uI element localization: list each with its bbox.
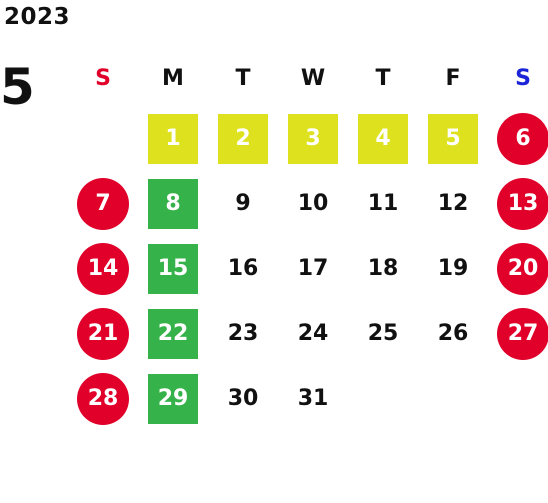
weekday-header-sat: S (515, 66, 531, 91)
day-number-plain: 31 (297, 386, 329, 411)
day-cell: 4 (348, 106, 418, 171)
day-number-weekend: 21 (77, 307, 129, 360)
day-number-plain: 12 (437, 191, 469, 216)
day-cell: 3 (278, 106, 348, 171)
day-number-plain: 11 (367, 191, 399, 216)
day-number-plain: 26 (437, 321, 469, 346)
day-cell: 18 (348, 236, 418, 301)
day-cell: 27 (488, 301, 548, 366)
day-number-holiday: 5 (428, 113, 478, 164)
day-number-plain: 24 (297, 321, 329, 346)
day-cell: 23 (208, 301, 278, 366)
day-cell: 11 (348, 171, 418, 236)
day-cell: 24 (278, 301, 348, 366)
day-number-monday: 29 (148, 373, 198, 424)
day-number-plain: 9 (235, 191, 251, 216)
day-cell: 10 (278, 171, 348, 236)
day-number-weekend: 13 (497, 177, 548, 230)
day-number-holiday: 3 (288, 113, 338, 164)
empty-day-cell (348, 366, 418, 431)
day-cell: 13 (488, 171, 548, 236)
day-number-weekend: 7 (77, 177, 129, 230)
day-cell: 21 (68, 301, 138, 366)
day-number-plain: 18 (367, 256, 399, 281)
weekday-header-mon: M (162, 66, 184, 91)
day-number-plain: 10 (297, 191, 329, 216)
weekday-header-thu: T (375, 66, 391, 91)
day-cell: 17 (278, 236, 348, 301)
day-cell: 22 (138, 301, 208, 366)
day-cell: 8 (138, 171, 208, 236)
day-number-plain: 16 (227, 256, 259, 281)
day-number-plain: 25 (367, 321, 399, 346)
day-number-monday: 8 (148, 178, 198, 229)
day-number-weekend: 6 (497, 112, 548, 165)
day-cell: 28 (68, 366, 138, 431)
day-cell: 2 (208, 106, 278, 171)
day-number-weekend: 20 (497, 242, 548, 295)
day-number-plain: 30 (227, 386, 259, 411)
day-cell: 7 (68, 171, 138, 236)
month-number: 5 (0, 58, 35, 116)
day-cell: 6 (488, 106, 548, 171)
weekday-header-sun: S (95, 66, 111, 91)
day-cell: 30 (208, 366, 278, 431)
day-cell: 25 (348, 301, 418, 366)
day-number-weekend: 27 (497, 307, 548, 360)
day-cell: 31 (278, 366, 348, 431)
day-number-holiday: 4 (358, 113, 408, 164)
day-cell: 26 (418, 301, 488, 366)
day-cell: 14 (68, 236, 138, 301)
empty-day-cell (68, 106, 138, 171)
day-cell: 12 (418, 171, 488, 236)
year-label: 2023 (4, 4, 71, 30)
day-number-weekend: 28 (77, 372, 129, 425)
weekday-header-fri: F (445, 66, 461, 91)
day-cell: 19 (418, 236, 488, 301)
empty-day-cell (488, 366, 548, 431)
day-number-plain: 17 (297, 256, 329, 281)
weekday-header-wed: W (300, 66, 326, 91)
day-cell: 29 (138, 366, 208, 431)
day-number-holiday: 2 (218, 113, 268, 164)
day-cell: 5 (418, 106, 488, 171)
day-number-weekend: 14 (77, 242, 129, 295)
day-number-plain: 19 (437, 256, 469, 281)
day-number-monday: 22 (148, 308, 198, 359)
day-cell: 9 (208, 171, 278, 236)
day-number-holiday: 1 (148, 113, 198, 164)
weekday-header-tue: T (235, 66, 251, 91)
day-number-plain: 23 (227, 321, 259, 346)
day-cell: 15 (138, 236, 208, 301)
day-cell: 1 (138, 106, 208, 171)
empty-day-cell (418, 366, 488, 431)
day-cell: 16 (208, 236, 278, 301)
day-number-monday: 15 (148, 243, 198, 294)
day-cell: 20 (488, 236, 548, 301)
